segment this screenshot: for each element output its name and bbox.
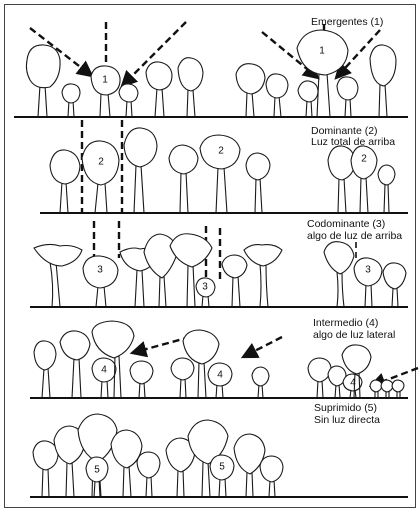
tree-dominant: 2 [200,135,240,213]
tree [171,358,194,398]
stratum-number: 5 [94,465,100,476]
tree [236,64,265,117]
tree [308,358,331,398]
tree-codominant: 3 [196,278,215,307]
tree [169,145,198,213]
tree [146,62,172,117]
light-ray [243,337,282,357]
tree [130,361,153,398]
stratum-subtitle: Sin luz directa [314,414,380,426]
tree [328,146,355,213]
stratum-subtitle: Luz total de arriba [311,136,395,148]
panel-codominante: 3 3 [30,218,408,307]
stratum-number: 3 [97,265,103,276]
panel-emergentes: 1 1 [14,16,408,117]
tree [266,74,288,117]
tree-codominant: 3 [83,256,118,307]
stratum-number: 4 [101,365,107,376]
panel-suprimido: 5 5 Suprimid [30,402,408,497]
tree-suppressed: 5 [86,457,108,497]
stratum-number: 1 [319,46,325,57]
tree [260,456,283,497]
tree [62,84,80,117]
stratum-number: 2 [361,154,367,165]
tree-dominant: 2 [82,141,119,213]
tree [392,380,404,398]
tree-codominant: 3 [354,258,382,307]
tree-emergent: 1 [91,66,120,117]
panel-intermedio: 4 4 [30,317,418,398]
stratum-number: 1 [102,75,108,86]
stratum-number: 3 [202,282,208,293]
stratum-title: Intermedio (4) [313,317,378,329]
stratum-subtitle: algo de luz de arriba [307,230,402,242]
tree-intermediate: 4 [92,358,116,398]
stratum-number: 2 [98,157,104,168]
stratum-number: 3 [365,265,371,276]
stratum-title: Suprimido (5) [314,402,377,414]
tree [337,77,358,117]
tree [222,255,247,307]
tree [244,245,282,307]
tree [137,452,160,497]
light-ray [132,337,190,353]
stratum-subtitle: algo de luz lateral [313,329,395,341]
tree [119,84,138,117]
stratum-number: 4 [350,378,356,389]
tree [26,45,60,117]
stratum-title: Codominante (3) [307,218,385,230]
tree [124,128,157,213]
tree-dominant: 2 [351,146,377,213]
tree [60,331,90,398]
stratum-number: 2 [218,146,224,157]
tree [34,244,82,307]
stratum-number: 5 [219,462,225,473]
tree [370,45,396,117]
tree-suppressed: 5 [210,455,234,497]
tree [381,380,393,398]
tree [246,153,270,213]
tree [298,81,318,117]
tree [383,263,406,307]
tree [34,341,56,398]
tree-intermediate: 4 [208,363,232,398]
tree [78,414,117,497]
tree [33,441,58,497]
stratum-title: Emergentes (1) [311,16,383,28]
tree [378,165,395,213]
tree [178,58,203,117]
panel-dominante: 2 2 2 [40,120,408,213]
stratum-number: 4 [217,370,223,381]
tree [252,367,269,398]
tree [370,380,382,398]
tree [324,242,354,307]
tree [50,150,80,213]
